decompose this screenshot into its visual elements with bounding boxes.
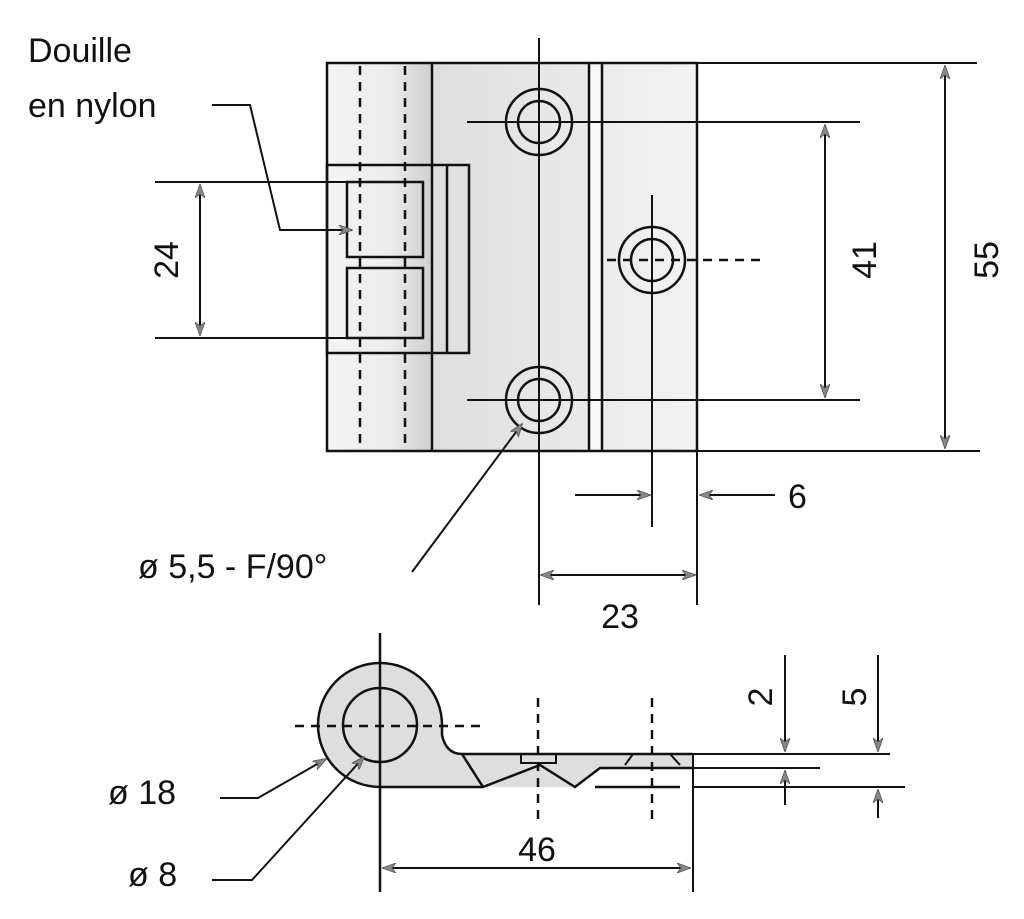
dimension-55: 55	[945, 66, 1006, 448]
dimension-label: 46	[518, 831, 556, 869]
dimension-label: 6	[788, 478, 807, 516]
dimension-23: 23	[541, 575, 695, 636]
callout-text: ø 5,5 - F/90°	[138, 548, 327, 586]
callout-text: en nylon	[28, 87, 157, 125]
dimension-label: 55	[968, 241, 1006, 279]
nylon-bushing	[325, 163, 471, 355]
side-view	[295, 633, 905, 892]
dimension-label: 41	[846, 241, 884, 279]
callout-text: ø 18	[108, 774, 176, 812]
dimension-2: 2	[742, 655, 785, 805]
dimension-46: 46	[383, 831, 690, 869]
inner-diameter-callout: ø 8	[128, 757, 364, 894]
dimension-24: 24	[148, 185, 200, 335]
dimension-label: 24	[148, 241, 186, 279]
dimension-label: 2	[742, 688, 780, 707]
callout-text: ø 8	[128, 856, 177, 894]
dimension-41: 41	[825, 125, 884, 397]
dimension-label: 5	[836, 688, 874, 707]
dimension-6: 6	[575, 478, 807, 516]
dimension-label: 23	[601, 598, 639, 636]
bushing-callout: Douille en nylon	[28, 32, 352, 230]
dimension-5: 5	[836, 655, 878, 818]
outer-diameter-callout: ø 18	[108, 759, 326, 812]
top-view	[155, 38, 980, 605]
hole-spec-callout: ø 5,5 - F/90°	[138, 424, 522, 586]
callout-text: Douille	[28, 32, 132, 70]
